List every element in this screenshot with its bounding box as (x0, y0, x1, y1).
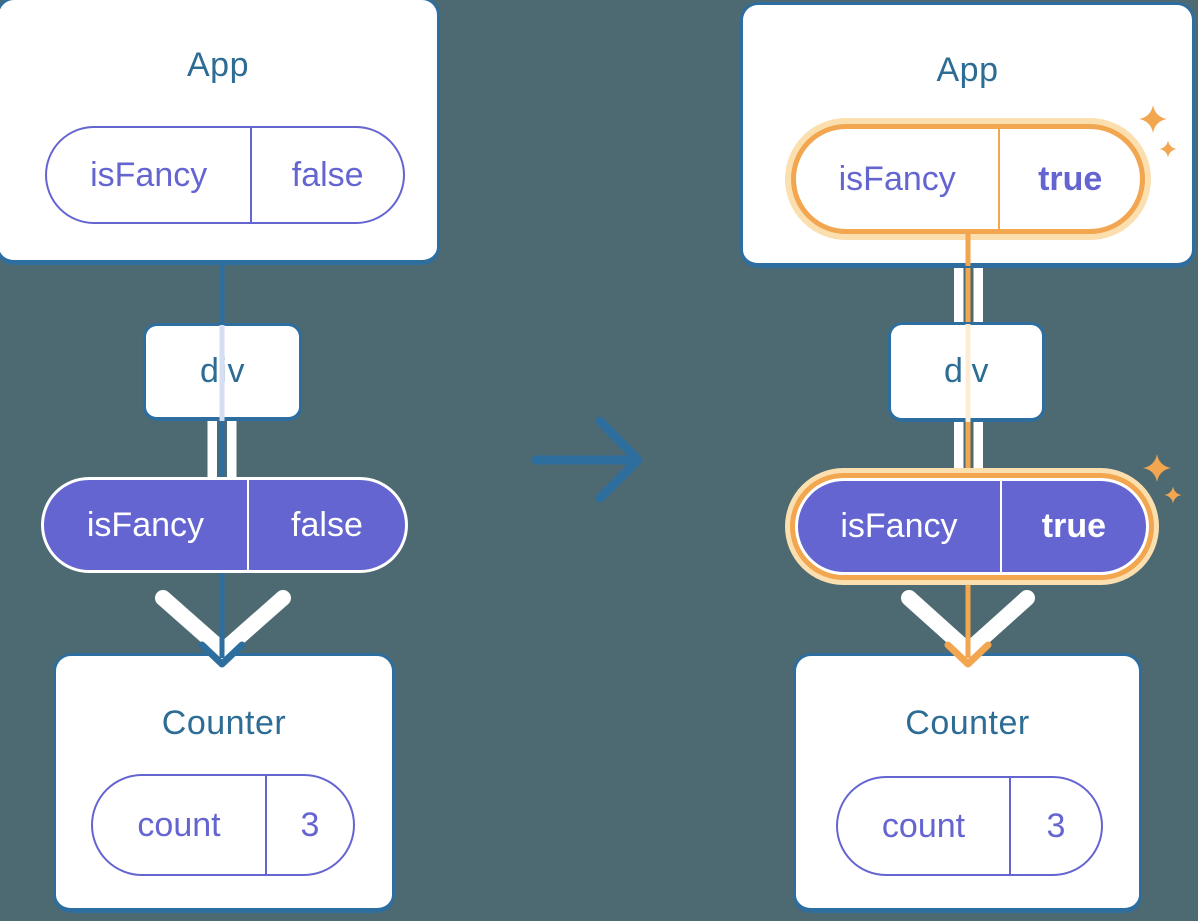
state-value: 3 (265, 776, 353, 874)
left-div-label: div (200, 352, 245, 390)
right-app-card: App isFancy true (740, 2, 1195, 268)
right-pipe-core (965, 420, 971, 472)
left-pipe-wall (227, 418, 237, 480)
right-arrow-stem (965, 584, 971, 658)
right-app-title: App (936, 51, 999, 89)
left-arrow-stem (219, 572, 225, 658)
right-div-label: div (944, 352, 989, 390)
left-chevron-white (155, 590, 291, 659)
right-pipe-wall (954, 420, 964, 472)
prop-value: false (250, 128, 403, 222)
right-div-node: div (888, 322, 1045, 422)
prop-name: isFancy (86, 505, 205, 544)
left-app-prop-pill: isFancy false (45, 126, 405, 224)
state-name: count (137, 805, 221, 844)
right-chevron-white (901, 590, 1035, 659)
right-counter-card: Counter count 3 (793, 653, 1142, 913)
right-counter-state-pill: count 3 (836, 776, 1103, 876)
prop-name: isFancy (838, 159, 956, 198)
prop-name: isFancy (840, 507, 958, 545)
left-pipe-wall (207, 418, 217, 480)
right-counter-title: Counter (905, 704, 1030, 742)
prop-name: isFancy (90, 155, 208, 194)
left-div-node: div (143, 323, 302, 421)
left-app-card: App isFancy false (0, 0, 440, 265)
state-name: count (881, 806, 966, 845)
state-value: 3 (1009, 778, 1101, 874)
left-app-div-line (219, 258, 225, 328)
prop-value: false (246, 480, 405, 570)
right-pipe-wall (973, 420, 983, 472)
transition-right-arrow-icon (531, 416, 643, 503)
prop-value: true (998, 129, 1140, 229)
right-pipe-wall (973, 264, 983, 326)
left-pipe-core (219, 418, 225, 480)
left-counter-title: Counter (161, 704, 287, 742)
right-app-prop-pill-highlighted: isFancy true (785, 118, 1151, 240)
right-pipe-core (965, 264, 971, 326)
highlight-ring: isFancy true (791, 124, 1145, 234)
passed-prop-pill: isFancy true (798, 481, 1146, 572)
right-pipe-wall (954, 264, 964, 326)
left-passed-prop-pill: isFancy false (41, 477, 408, 573)
left-app-title: App (187, 46, 249, 84)
highlight-ring: isFancy true (790, 473, 1154, 580)
right-passed-prop-pill-highlighted: isFancy true (785, 468, 1159, 585)
left-counter-state-pill: count 3 (91, 774, 355, 876)
left-counter-card: Counter count 3 (53, 653, 395, 913)
prop-value: true (999, 481, 1146, 572)
